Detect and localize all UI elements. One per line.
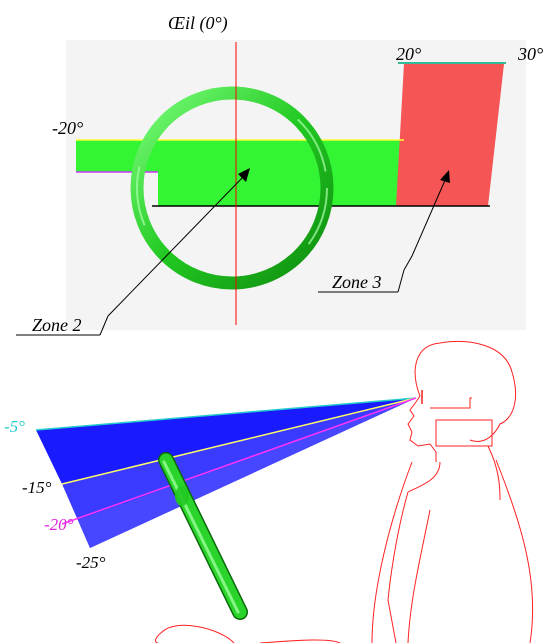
angle-label-minus20: -20° xyxy=(44,515,74,534)
line-minus20 xyxy=(61,397,417,525)
angle-label-20: 20° xyxy=(396,44,421,64)
zone-3-label: Zone 3 xyxy=(332,272,382,292)
zone-2-arrowhead xyxy=(238,168,250,182)
steering-wheel-hub xyxy=(175,486,189,506)
zone-2-underline-tick xyxy=(99,315,109,336)
angle-label-30: 30° xyxy=(517,44,543,64)
angle-label-minus5: -5° xyxy=(4,417,25,436)
steering-column-highlight xyxy=(162,460,240,614)
zone-3-leader xyxy=(403,177,447,271)
top-view: Œil (0°) -20° 20° 30° Zone 2 Zone 3 xyxy=(16,13,543,336)
vision-cone-upper xyxy=(36,398,416,484)
eye-label: Œil (0°) xyxy=(168,13,228,34)
zone-2-label: Zone 2 xyxy=(32,315,82,335)
driver-outline xyxy=(155,341,534,643)
side-view: -5° -15° -20° -25° xyxy=(4,341,534,643)
zone-3-arrowhead xyxy=(440,170,450,183)
steering-column xyxy=(159,453,247,619)
angle-label-minus15: -15° xyxy=(22,478,52,497)
zone-2-leader xyxy=(107,175,245,317)
vision-cone-lower-inner xyxy=(78,398,416,548)
angle-label-minus20: -20° xyxy=(52,118,83,138)
line-minus5 xyxy=(35,397,417,431)
line-minus15 xyxy=(61,397,417,485)
angle-label-minus25: -25° xyxy=(76,553,106,572)
zone-3-underline-tick xyxy=(397,269,405,293)
steering-wheel-highlight xyxy=(136,92,328,284)
zone-3-area xyxy=(396,64,504,206)
